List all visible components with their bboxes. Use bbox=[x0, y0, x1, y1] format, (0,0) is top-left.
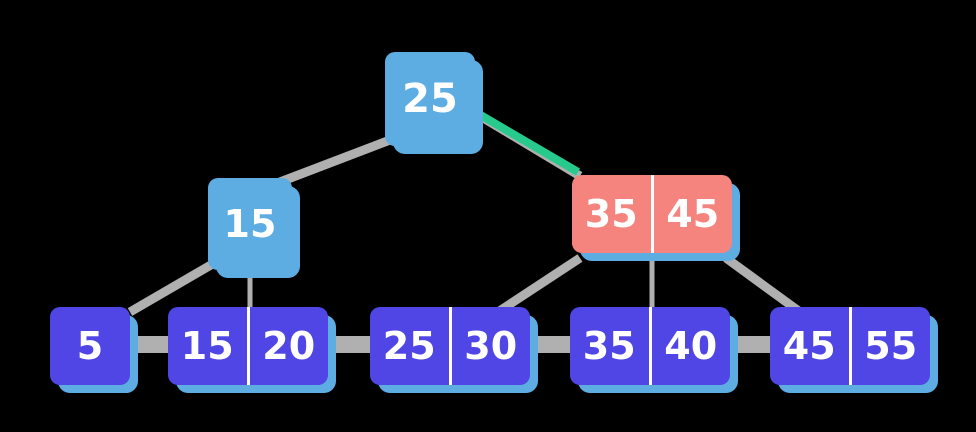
node-key-cell[interactable]: 5 bbox=[76, 324, 104, 368]
internal-node-25[interactable]: 25 bbox=[385, 52, 475, 146]
node-key-cell[interactable]: 35 bbox=[582, 324, 636, 368]
node-key-cell[interactable]: 30 bbox=[448, 307, 531, 385]
tree-edge bbox=[467, 106, 583, 180]
tree-edge bbox=[495, 254, 583, 316]
node-key-cell[interactable]: 45 bbox=[650, 175, 733, 253]
node-key-cell[interactable]: 15 bbox=[223, 202, 277, 246]
tree-edge-highlighted bbox=[469, 106, 581, 176]
leaf-node-45-55[interactable]: 45 55 bbox=[770, 307, 930, 385]
internal-node-35-45[interactable]: 35 45 bbox=[572, 175, 732, 253]
node-key-cell[interactable]: 25 bbox=[382, 324, 436, 368]
leaf-node-25-30[interactable]: 25 30 bbox=[370, 307, 530, 385]
node-key-cell[interactable]: 45 bbox=[782, 324, 836, 368]
internal-node-15[interactable]: 15 bbox=[208, 178, 292, 270]
node-key-cell[interactable]: 40 bbox=[648, 307, 731, 385]
node-key-cell[interactable]: 15 bbox=[180, 324, 234, 368]
node-key-cell[interactable]: 25 bbox=[402, 76, 458, 122]
tree-edge bbox=[278, 135, 392, 187]
node-key-cell[interactable]: 55 bbox=[848, 307, 931, 385]
node-key-cell[interactable]: 20 bbox=[246, 307, 329, 385]
tree-edge bbox=[127, 258, 219, 316]
leaf-node-35-40[interactable]: 35 40 bbox=[570, 307, 730, 385]
leaf-node-5[interactable]: 5 bbox=[50, 307, 130, 385]
node-key-cell[interactable]: 35 bbox=[584, 192, 638, 236]
tree-edge bbox=[723, 254, 803, 316]
